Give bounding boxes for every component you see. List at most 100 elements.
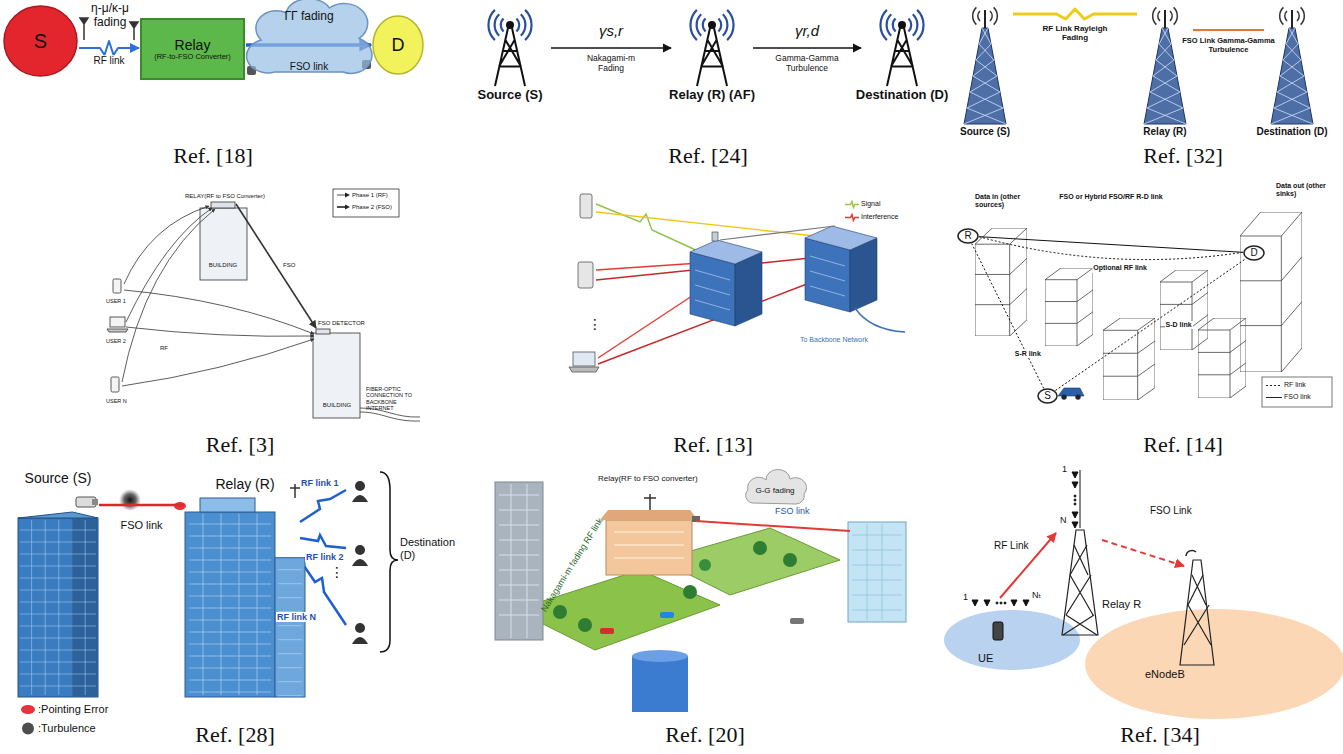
legend-entry: Phase 1 (RF) — [337, 191, 388, 199]
node-text: Relay — [175, 37, 211, 53]
label: 1 — [963, 592, 968, 602]
source-tower-outline — [958, 4, 1012, 124]
user-icon — [355, 481, 365, 491]
city-scene — [553, 605, 567, 619]
antenna-array — [1000, 602, 1002, 604]
relay-tower-outline — [1164, 10, 1166, 28]
node-text: (RF-to-FSO Converter) — [154, 53, 231, 62]
legend-entry: FSO link — [1266, 393, 1311, 402]
relay-building-outline — [189, 514, 302, 696]
lattice-tower — [1186, 550, 1196, 556]
text-slot: USER N — [106, 398, 127, 404]
relay-box: Relay(RF-to-FSO Converter) — [140, 18, 245, 80]
legend-text: RF link — [1284, 381, 1306, 389]
text-slot: FSO link — [119, 519, 163, 532]
text-slot: Optional RF link — [1092, 264, 1148, 272]
text-slot: USER 2 — [106, 338, 126, 344]
node-text: Source (S) — [477, 88, 542, 103]
text-slot: RF Link — [994, 540, 1028, 552]
legend-sample — [345, 193, 350, 198]
label: BUILDING — [323, 402, 351, 409]
label: G-G fading — [755, 486, 794, 495]
text-slot: Destination (D) — [856, 88, 948, 103]
label: η-μ/κ-μ fading — [79, 2, 141, 30]
city-scene — [606, 520, 692, 575]
text-slot: Nₜ — [1032, 590, 1041, 600]
user-icon — [352, 559, 368, 566]
label: RF link N — [276, 612, 317, 622]
destination-tower-outline — [880, 10, 923, 40]
figure-caption: Ref. [13] — [673, 432, 752, 457]
legend-sample — [1266, 381, 1282, 390]
destination-tower-outline — [887, 28, 917, 86]
source-building-outline — [20, 520, 96, 695]
connector — [1055, 259, 1246, 391]
destination-tower-outline — [1291, 10, 1293, 28]
base-station-building — [810, 256, 845, 296]
text-slot: RF — [160, 345, 168, 352]
label: RELAY(RF to FSO Converter) — [185, 193, 265, 200]
fso-terminal — [119, 489, 141, 511]
relay-tower-outline — [1144, 28, 1186, 124]
coverage-area — [944, 609, 1343, 719]
label: N — [1060, 515, 1067, 525]
network-sketch — [124, 206, 209, 284]
antenna-array — [1074, 499, 1076, 501]
city-scene — [683, 585, 697, 599]
city-blocks — [975, 228, 1027, 336]
antenna — [130, 22, 138, 40]
text-slot: Destination (D) — [400, 536, 464, 561]
destination-circle: D — [1243, 245, 1265, 261]
legend-sample — [345, 205, 350, 210]
node-text: ΓΓ fading — [284, 10, 333, 24]
legend-entry: Signal — [845, 200, 880, 209]
text-slot: 1 — [1062, 464, 1067, 474]
legend-entry: Phase 2 (FSO) — [337, 203, 392, 211]
city-blocks — [1045, 268, 1093, 346]
network-sketch — [236, 204, 316, 328]
source-building-outline — [18, 512, 98, 518]
connector — [979, 237, 1243, 253]
network-sketch — [107, 329, 128, 332]
label: FIBER-OPTIC CONNECTION TO BACKBONE INTER… — [366, 386, 424, 411]
legend-entry: RF link — [1266, 381, 1306, 390]
city-scene — [632, 650, 688, 662]
antenna — [80, 18, 88, 40]
text-slot: Relay (R) (AF) — [669, 88, 755, 103]
connector — [972, 244, 1044, 389]
label: RF link 1 — [300, 478, 340, 488]
relay-building: Relay (R) — [185, 498, 305, 697]
edge-label: Nakagami-m Fading — [576, 54, 646, 74]
city-scene — [696, 521, 850, 531]
node-text: R — [964, 230, 971, 242]
city-blocks — [1198, 318, 1246, 398]
figure-caption: Ref. [3] — [206, 432, 274, 457]
source-tower-outline — [495, 28, 525, 86]
text-slot: Ref. [18] — [173, 143, 252, 168]
label: FSO DETECTOR — [318, 320, 365, 327]
rf-links — [300, 490, 346, 522]
antenna-array — [996, 602, 998, 604]
destination-circle: D — [372, 15, 424, 75]
base-station-building — [690, 240, 762, 264]
label: FSO link — [775, 506, 810, 516]
text-slot: Gamma-Gamma Turbulence — [772, 54, 842, 74]
text-slot: FSO link — [775, 506, 810, 516]
source-tower-outline — [470, 8, 550, 86]
city-scene — [848, 522, 906, 622]
destination-tower: Destination (D) — [1265, 4, 1319, 124]
label: Data out (other sinks) — [1276, 182, 1338, 198]
snr-symbol: γs,r — [599, 22, 623, 39]
lattice-tower — [1063, 545, 1097, 635]
text-slot: FSO — [283, 262, 295, 269]
network-sketch — [316, 329, 330, 334]
node-text: Destination (D) — [1256, 126, 1327, 138]
text-slot: Ref. [32] — [1143, 143, 1222, 168]
legend-sample — [845, 213, 859, 222]
text-slot: Relay (R) — [1143, 126, 1186, 138]
label: To Backbone Network — [800, 336, 868, 344]
base-station-building — [690, 252, 735, 326]
turbulence-cloud-outline — [247, 0, 372, 73]
node-text: D — [1250, 247, 1257, 259]
